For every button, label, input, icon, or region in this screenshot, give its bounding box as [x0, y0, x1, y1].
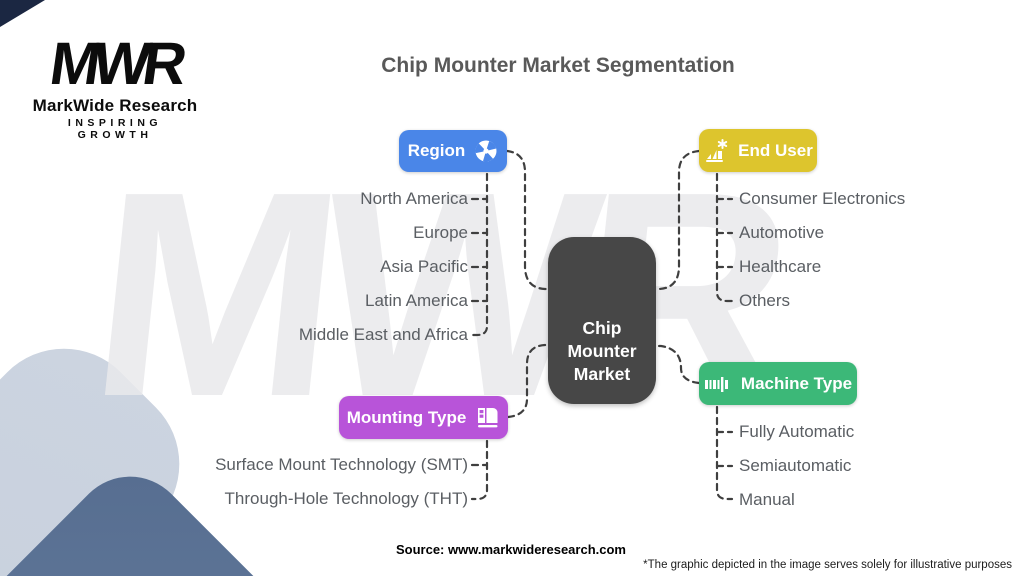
markwide-logo: MWR MarkWide Research Inspiring Growth	[30, 30, 200, 141]
mounting-type-label: Mounting Type	[346, 407, 467, 427]
branch-node-mounting-type: Mounting Type	[339, 396, 508, 439]
logo-company-name: MarkWide Research	[32, 96, 198, 115]
region-item: Europe	[413, 223, 468, 242]
end-user-item: Others	[739, 291, 791, 310]
center-node-chip-mounter-market: Chip Mounter Market	[548, 237, 656, 404]
globe-icon	[474, 139, 498, 163]
mounting-type-item: Through-Hole Technology (THT)	[224, 489, 468, 508]
logo-tagline: Inspiring Growth	[67, 117, 163, 141]
page-title: Chip Mounter Market Segmentation	[381, 54, 735, 77]
region-label: Region	[407, 141, 466, 160]
machine-type-item: Manual	[739, 490, 795, 509]
end-user-item: Healthcare	[739, 257, 822, 276]
branch-node-region: Region	[399, 130, 507, 172]
region-item: North America	[360, 189, 468, 208]
machine-type-label: Machine Type	[740, 373, 853, 393]
source-text: Source: www.markwideresearch.com	[395, 542, 626, 557]
region-item: Asia Pacific	[380, 257, 468, 276]
end-user-item: Consumer Electronics	[739, 189, 906, 208]
end-user-item: Automotive	[739, 223, 825, 242]
mounting-type-item: Surface Mount Technology (SMT)	[215, 455, 468, 474]
book-page-icon	[475, 405, 500, 430]
region-item: Middle East and Africa	[298, 325, 468, 344]
decorative-corner-triangle	[0, 0, 45, 27]
logo-acronym: MWR	[45, 30, 185, 97]
center-node-label: Chip Mounter Market	[567, 317, 637, 384]
machine-type-item: Fully Automatic	[739, 422, 855, 441]
machine-type-item: Semiautomatic	[739, 456, 852, 475]
branch-node-end-user: End User	[699, 129, 817, 172]
branch-node-machine-type: Machine Type	[699, 362, 857, 405]
chart-sparkle-icon	[703, 138, 729, 164]
region-item: Latin America	[365, 291, 468, 310]
end-user-label: End User	[738, 140, 813, 160]
equalizer-bars-icon	[704, 372, 732, 396]
disclaimer-text: *The graphic depicted in the image serve…	[643, 559, 1012, 571]
